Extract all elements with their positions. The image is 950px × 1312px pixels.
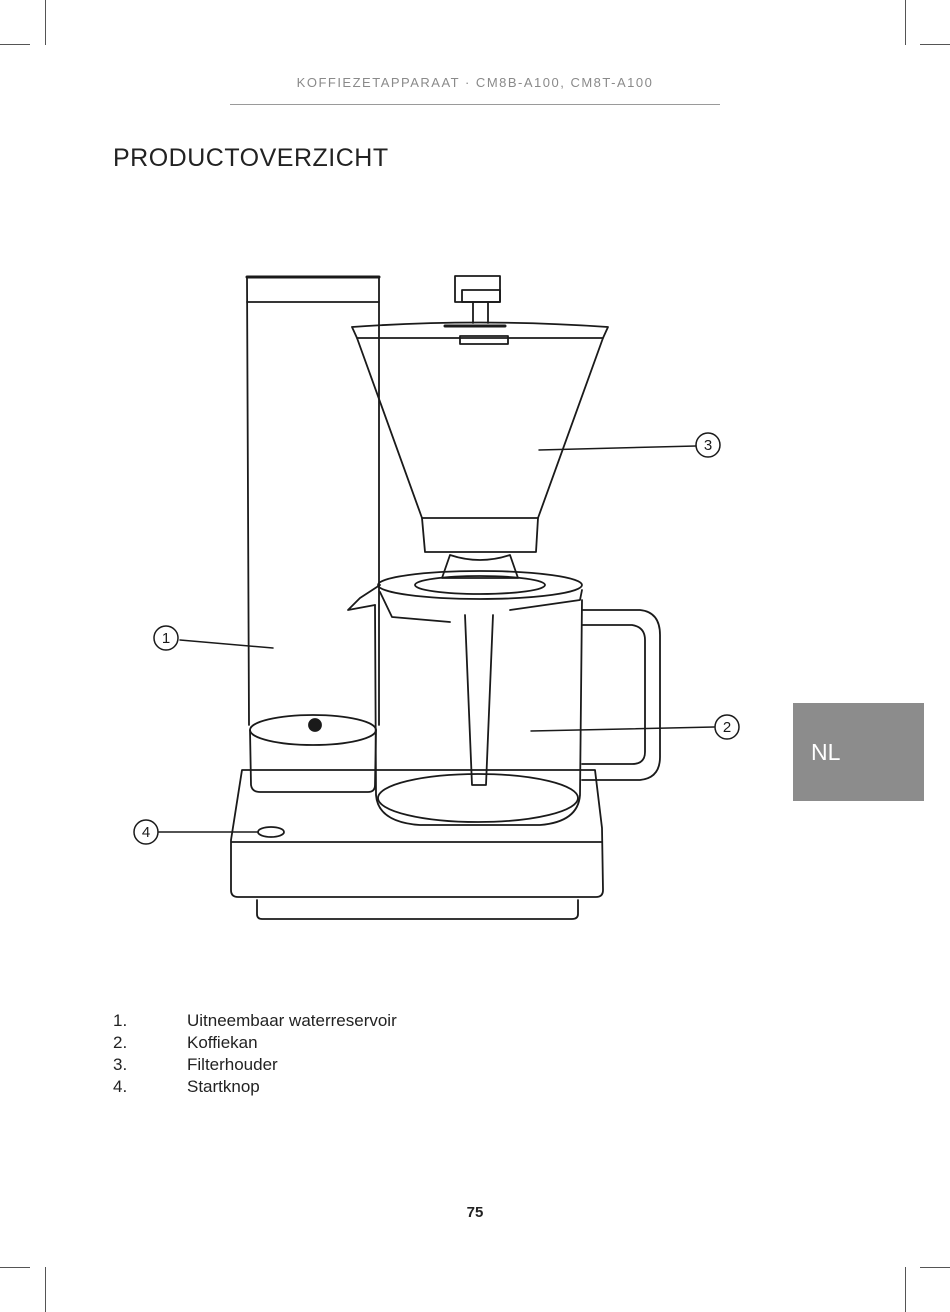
- list-item-number: 4.: [113, 1077, 128, 1096]
- crop-mark: [920, 1267, 950, 1268]
- running-head: KOFFIEZETAPPARAAT · CM8B-A100, CM8T-A100: [296, 75, 654, 90]
- callout-1: [153, 625, 179, 651]
- filter-lid: [351, 321, 609, 339]
- callout-4: [133, 819, 159, 845]
- list-item: 2. Koffiekan: [113, 1032, 397, 1054]
- crop-mark: [905, 1267, 906, 1312]
- language-tab: NL: [793, 703, 924, 801]
- callout-label-2: 2: [723, 719, 731, 736]
- carafe: [374, 599, 583, 826]
- water-tower-left-edge: [246, 276, 250, 726]
- page-title: PRODUCTOVERZICHT: [113, 144, 389, 172]
- crop-mark: [45, 1267, 46, 1312]
- callout-label-4: 4: [142, 824, 150, 841]
- list-item-number: 3.: [113, 1055, 128, 1074]
- carafe-handle: [581, 609, 661, 781]
- reservoir-knob: [308, 718, 322, 732]
- list-item: 4. Startknop: [113, 1076, 397, 1098]
- header-rule: [230, 104, 720, 105]
- start-button: [257, 826, 285, 838]
- crop-mark: [0, 1267, 30, 1268]
- filter-holder: [356, 337, 604, 553]
- list-item-number: 1.: [113, 1011, 128, 1030]
- page-number: 75: [466, 1204, 484, 1221]
- base: [230, 769, 604, 898]
- coffee-maker-illustration: 1 2 3 4: [133, 275, 740, 920]
- water-reservoir: [249, 729, 377, 793]
- list-item-label: Koffiekan: [187, 1033, 258, 1052]
- base-foot: [256, 899, 579, 920]
- parts-list: 1. Uitneembaar waterreservoir 2. Koffiek…: [113, 1010, 397, 1098]
- list-item: 1. Uitneembaar waterreservoir: [113, 1010, 397, 1032]
- crop-mark: [45, 0, 46, 45]
- callout-label-1: 1: [162, 630, 170, 647]
- drip-tube: [464, 614, 494, 786]
- crop-mark: [920, 44, 950, 45]
- list-item-number: 2.: [113, 1033, 128, 1052]
- crop-mark: [0, 44, 30, 45]
- list-item-label: Uitneembaar waterreservoir: [187, 1011, 397, 1030]
- crop-mark: [905, 0, 906, 45]
- callout-3: [695, 432, 721, 458]
- carafe-lid: [377, 570, 583, 600]
- list-item-label: Filterhouder: [187, 1055, 278, 1074]
- callout-label-3: 3: [704, 437, 712, 454]
- list-item-label: Startknop: [187, 1077, 260, 1096]
- carafe-spout: [347, 584, 381, 611]
- callout-2: [714, 714, 740, 740]
- list-item: 3. Filterhouder: [113, 1054, 397, 1076]
